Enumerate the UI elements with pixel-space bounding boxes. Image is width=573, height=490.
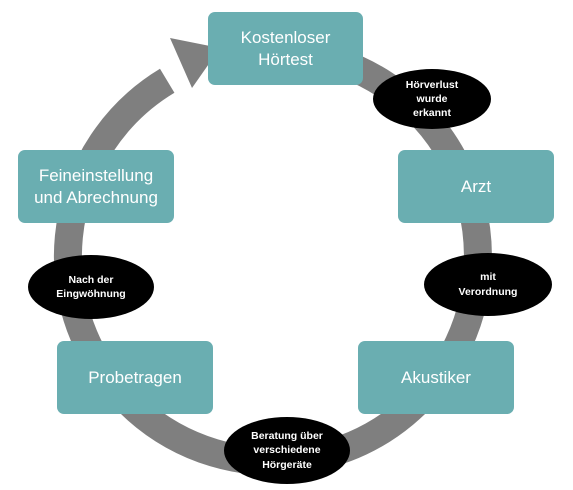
step-kostenloser-hoertest: Kostenloser Hörtest xyxy=(208,12,363,85)
step-label: Akustiker xyxy=(401,367,471,387)
step-akustiker: Akustiker xyxy=(358,341,514,414)
connector-text: mit Verordnung xyxy=(458,271,518,298)
cycle-arrow-head xyxy=(170,38,220,88)
connector-text: Nach der Eingwöhnung xyxy=(56,273,126,300)
step-label: Kostenloser Hörtest xyxy=(240,28,331,69)
connector-label-verordnung: mit Verordnung xyxy=(424,253,552,316)
connector-label-hoerverlust: Hörverlust wurde erkannt xyxy=(373,69,491,129)
step-label: Arzt xyxy=(460,176,492,196)
connector-label-beratung: Beratung über verschiedene Hörgeräte xyxy=(224,417,350,484)
step-probetragen: Probetragen xyxy=(57,341,213,414)
step-feineinstellung: Feineinstellung und Abrechnung xyxy=(18,150,174,223)
step-label: Feineinstellung und Abrechnung xyxy=(34,166,158,207)
step-label: Probetragen xyxy=(88,367,182,387)
step-arzt: Arzt xyxy=(398,150,554,223)
connector-label-eingewoehnung: Nach der Eingwöhnung xyxy=(28,255,154,319)
connector-text: Beratung über verschiedene Hörgeräte xyxy=(251,430,323,471)
connector-text: Hörverlust wurde erkannt xyxy=(405,78,459,120)
